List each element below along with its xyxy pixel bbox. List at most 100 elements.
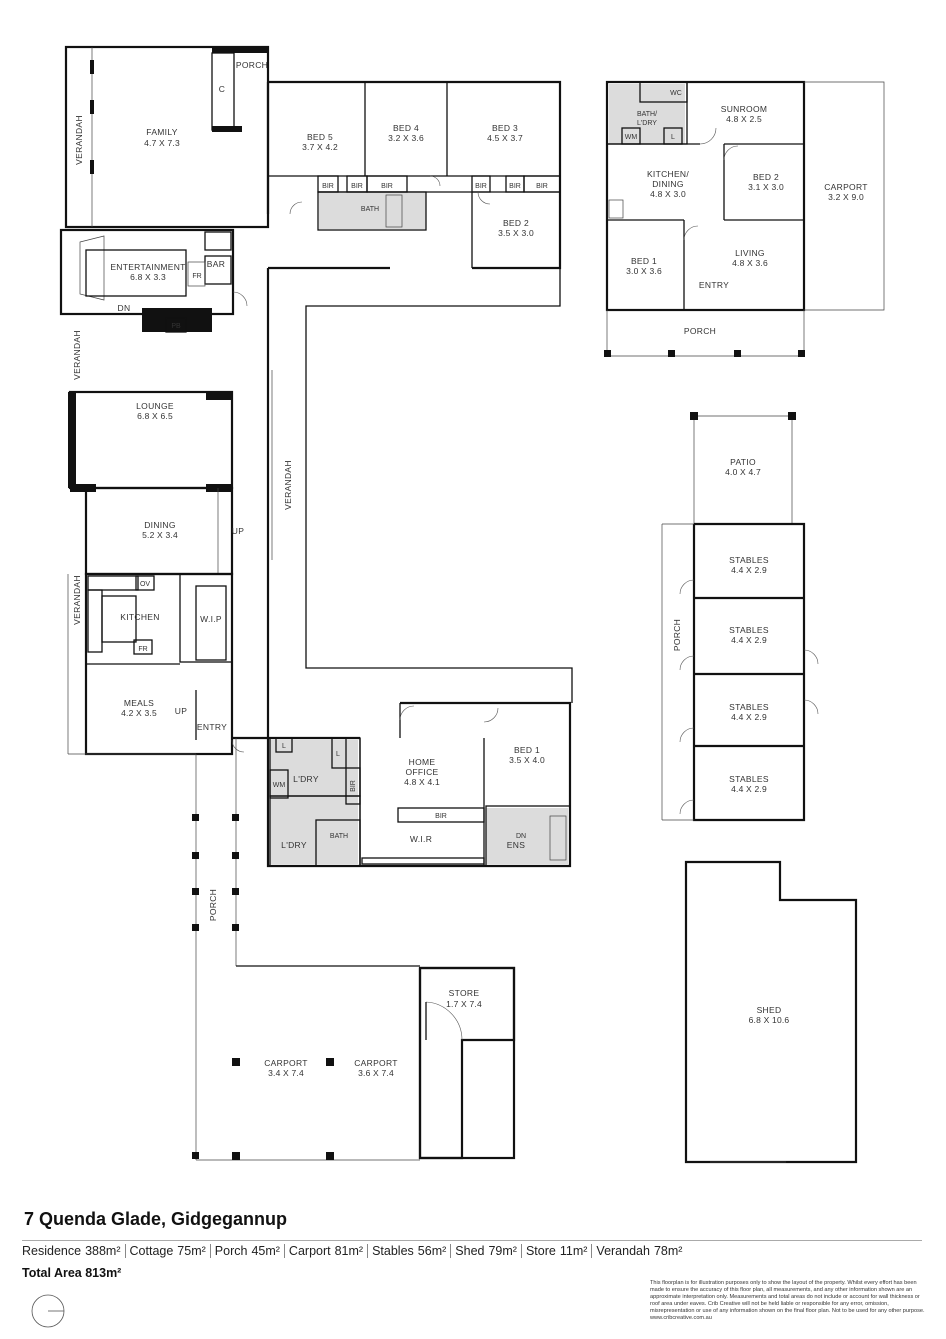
total-area: Total Area 813m²: [22, 1266, 122, 1280]
bed4-size: 3.2 X 3.6: [388, 133, 424, 143]
fridge-label-kitchen: FR: [138, 646, 147, 653]
cottage-bath-label-2: L'DRY: [637, 120, 657, 127]
patio-size: 4.0 X 4.7: [725, 467, 761, 477]
down-label-ens: DN: [516, 833, 526, 840]
pb-label: PB: [171, 323, 181, 330]
shed-size: 6.8 X 10.6: [749, 1015, 790, 1025]
bed2-label: BED 2: [503, 218, 529, 228]
north-compass-icon: [31, 1294, 65, 1328]
wir-label: W.I.R: [410, 834, 432, 844]
cottage-bed2-label: BED 2: [753, 172, 779, 182]
patio-label: PATIO: [730, 457, 756, 467]
bed5-label: BED 5: [307, 132, 333, 142]
stables-4-size: 4.4 X 2.9: [731, 784, 767, 794]
cupboard-label: C: [219, 84, 225, 94]
cottage-carport-label: CARPORT: [824, 182, 868, 192]
family-room: FAMILY 4.7 X 7.3 C: [64, 45, 270, 229]
l-label-1: L: [282, 743, 286, 750]
dining-kitchen: DINING 5.2 X 3.4 UP KITCHEN OV FR W.I.P …: [84, 486, 244, 756]
laundry-label-2: L'DRY: [281, 840, 307, 850]
cottage-kitchen-label-1: KITCHEN/: [647, 169, 689, 179]
family-size: 4.7 X 7.3: [144, 138, 180, 148]
fridge-label-ent: FR: [192, 273, 201, 280]
washer-label: WM: [273, 782, 286, 789]
bed3-label: BED 3: [492, 123, 518, 133]
bath-label-upper: BATH: [361, 206, 379, 213]
office-label-2: OFFICE: [406, 767, 439, 777]
cottage-bed1-label: BED 1: [631, 256, 657, 266]
south-wing: L L L'DRY WM L'DRY BATH BIR HOME OFFICE …: [232, 700, 572, 868]
carport2-size: 3.6 X 7.4: [358, 1068, 394, 1078]
office-size: 4.8 X 4.1: [404, 777, 440, 787]
porch-top-label: PORCH: [236, 60, 268, 70]
l-label-2: L: [336, 751, 340, 758]
verandah-label-ent: VERANDAH: [72, 330, 82, 380]
cottage-entry-label: ENTRY: [699, 280, 729, 290]
cottage-bed1-size: 3.0 X 3.6: [626, 266, 662, 276]
stables: PATIO 4.0 X 4.7 STABLES 4.4 X 2.9 STABLE…: [661, 412, 819, 822]
cottage-bath-label-1: BATH/: [637, 111, 657, 118]
entertainment-size: 6.8 X 3.3: [130, 272, 166, 282]
entertainment-room: ENTERTAINMENT 6.8 X 3.3 BAR FR DN PB: [59, 228, 235, 333]
up-label-dining: UP: [232, 526, 244, 536]
bed4-label: BED 4: [393, 123, 419, 133]
cottage-wc-label: WC: [670, 90, 682, 97]
meals-size: 4.2 X 3.5: [121, 708, 157, 718]
bath-label-lower: BATH: [330, 833, 348, 840]
verandah-label-low: VERANDAH: [72, 575, 82, 625]
cottage-living-size: 4.8 X 3.6: [732, 258, 768, 268]
laundry-label-1: L'DRY: [293, 774, 319, 784]
shed: SHED 6.8 X 10.6: [684, 860, 858, 1164]
carport1-label: CARPORT: [264, 1058, 308, 1068]
lounge-label: LOUNGE: [136, 401, 174, 411]
lounge-room: LOUNGE 6.8 X 6.5: [68, 390, 234, 492]
cottage-living-label: LIVING: [735, 248, 765, 258]
bir-label-wir: BIR: [435, 813, 447, 820]
bar-label: BAR: [207, 259, 225, 269]
cottage-porch-label: PORCH: [684, 326, 716, 336]
porch-vert-label: PORCH: [208, 889, 218, 921]
shed-label: SHED: [757, 1005, 782, 1015]
kitchen-label: KITCHEN: [120, 612, 159, 622]
store-label: STORE: [449, 988, 480, 998]
bir-label-2: BIR: [351, 183, 363, 190]
ensuite-label: ENS: [507, 840, 525, 850]
bedroom-wing: BED 5 3.7 X 4.2 BED 4 3.2 X 3.6 BED 3 4.…: [266, 80, 562, 270]
sunroom-size: 4.8 X 2.5: [726, 114, 762, 124]
carport-area: PORCH STORE 1.7 X 7.4 CARPORT 3.4 X 7.4 …: [192, 738, 516, 1161]
bir-label-office: BIR: [350, 780, 357, 792]
meals-label: MEALS: [124, 698, 154, 708]
wip-label: W.I.P: [200, 614, 222, 624]
dining-size: 5.2 X 3.4: [142, 530, 178, 540]
disclaimer-text: This floorplan is for illustration purpo…: [650, 1280, 925, 1321]
carport1-size: 3.4 X 7.4: [268, 1068, 304, 1078]
bir-label-3: BIR: [381, 183, 393, 190]
bed3-size: 4.5 X 3.7: [487, 133, 523, 143]
entry-label: ENTRY: [197, 722, 227, 732]
stables-1-size: 4.4 X 2.9: [731, 565, 767, 575]
stables-1-label: STABLES: [729, 555, 769, 565]
bed5-size: 3.7 X 4.2: [302, 142, 338, 152]
bed1-size: 3.5 X 4.0: [509, 755, 545, 765]
stables-3-label: STABLES: [729, 702, 769, 712]
cottage: WC BATH/ L'DRY WM L SUNROOM 4.8 X 2.5 KI…: [604, 80, 885, 357]
bed1-label: BED 1: [514, 745, 540, 755]
family-label: FAMILY: [146, 127, 177, 137]
cottage-kitchen-size: 4.8 X 3.0: [650, 189, 686, 199]
verandah-label-mid: VERANDAH: [283, 460, 293, 510]
carport2-label: CARPORT: [354, 1058, 398, 1068]
cottage-wm-label: WM: [625, 134, 638, 141]
bir-label-5: BIR: [509, 183, 521, 190]
stables-2-label: STABLES: [729, 625, 769, 635]
cottage-bed2-size: 3.1 X 3.0: [748, 182, 784, 192]
stables-4-label: STABLES: [729, 774, 769, 784]
entertainment-label: ENTERTAINMENT: [110, 262, 185, 272]
stables-porch-label: PORCH: [672, 619, 682, 651]
